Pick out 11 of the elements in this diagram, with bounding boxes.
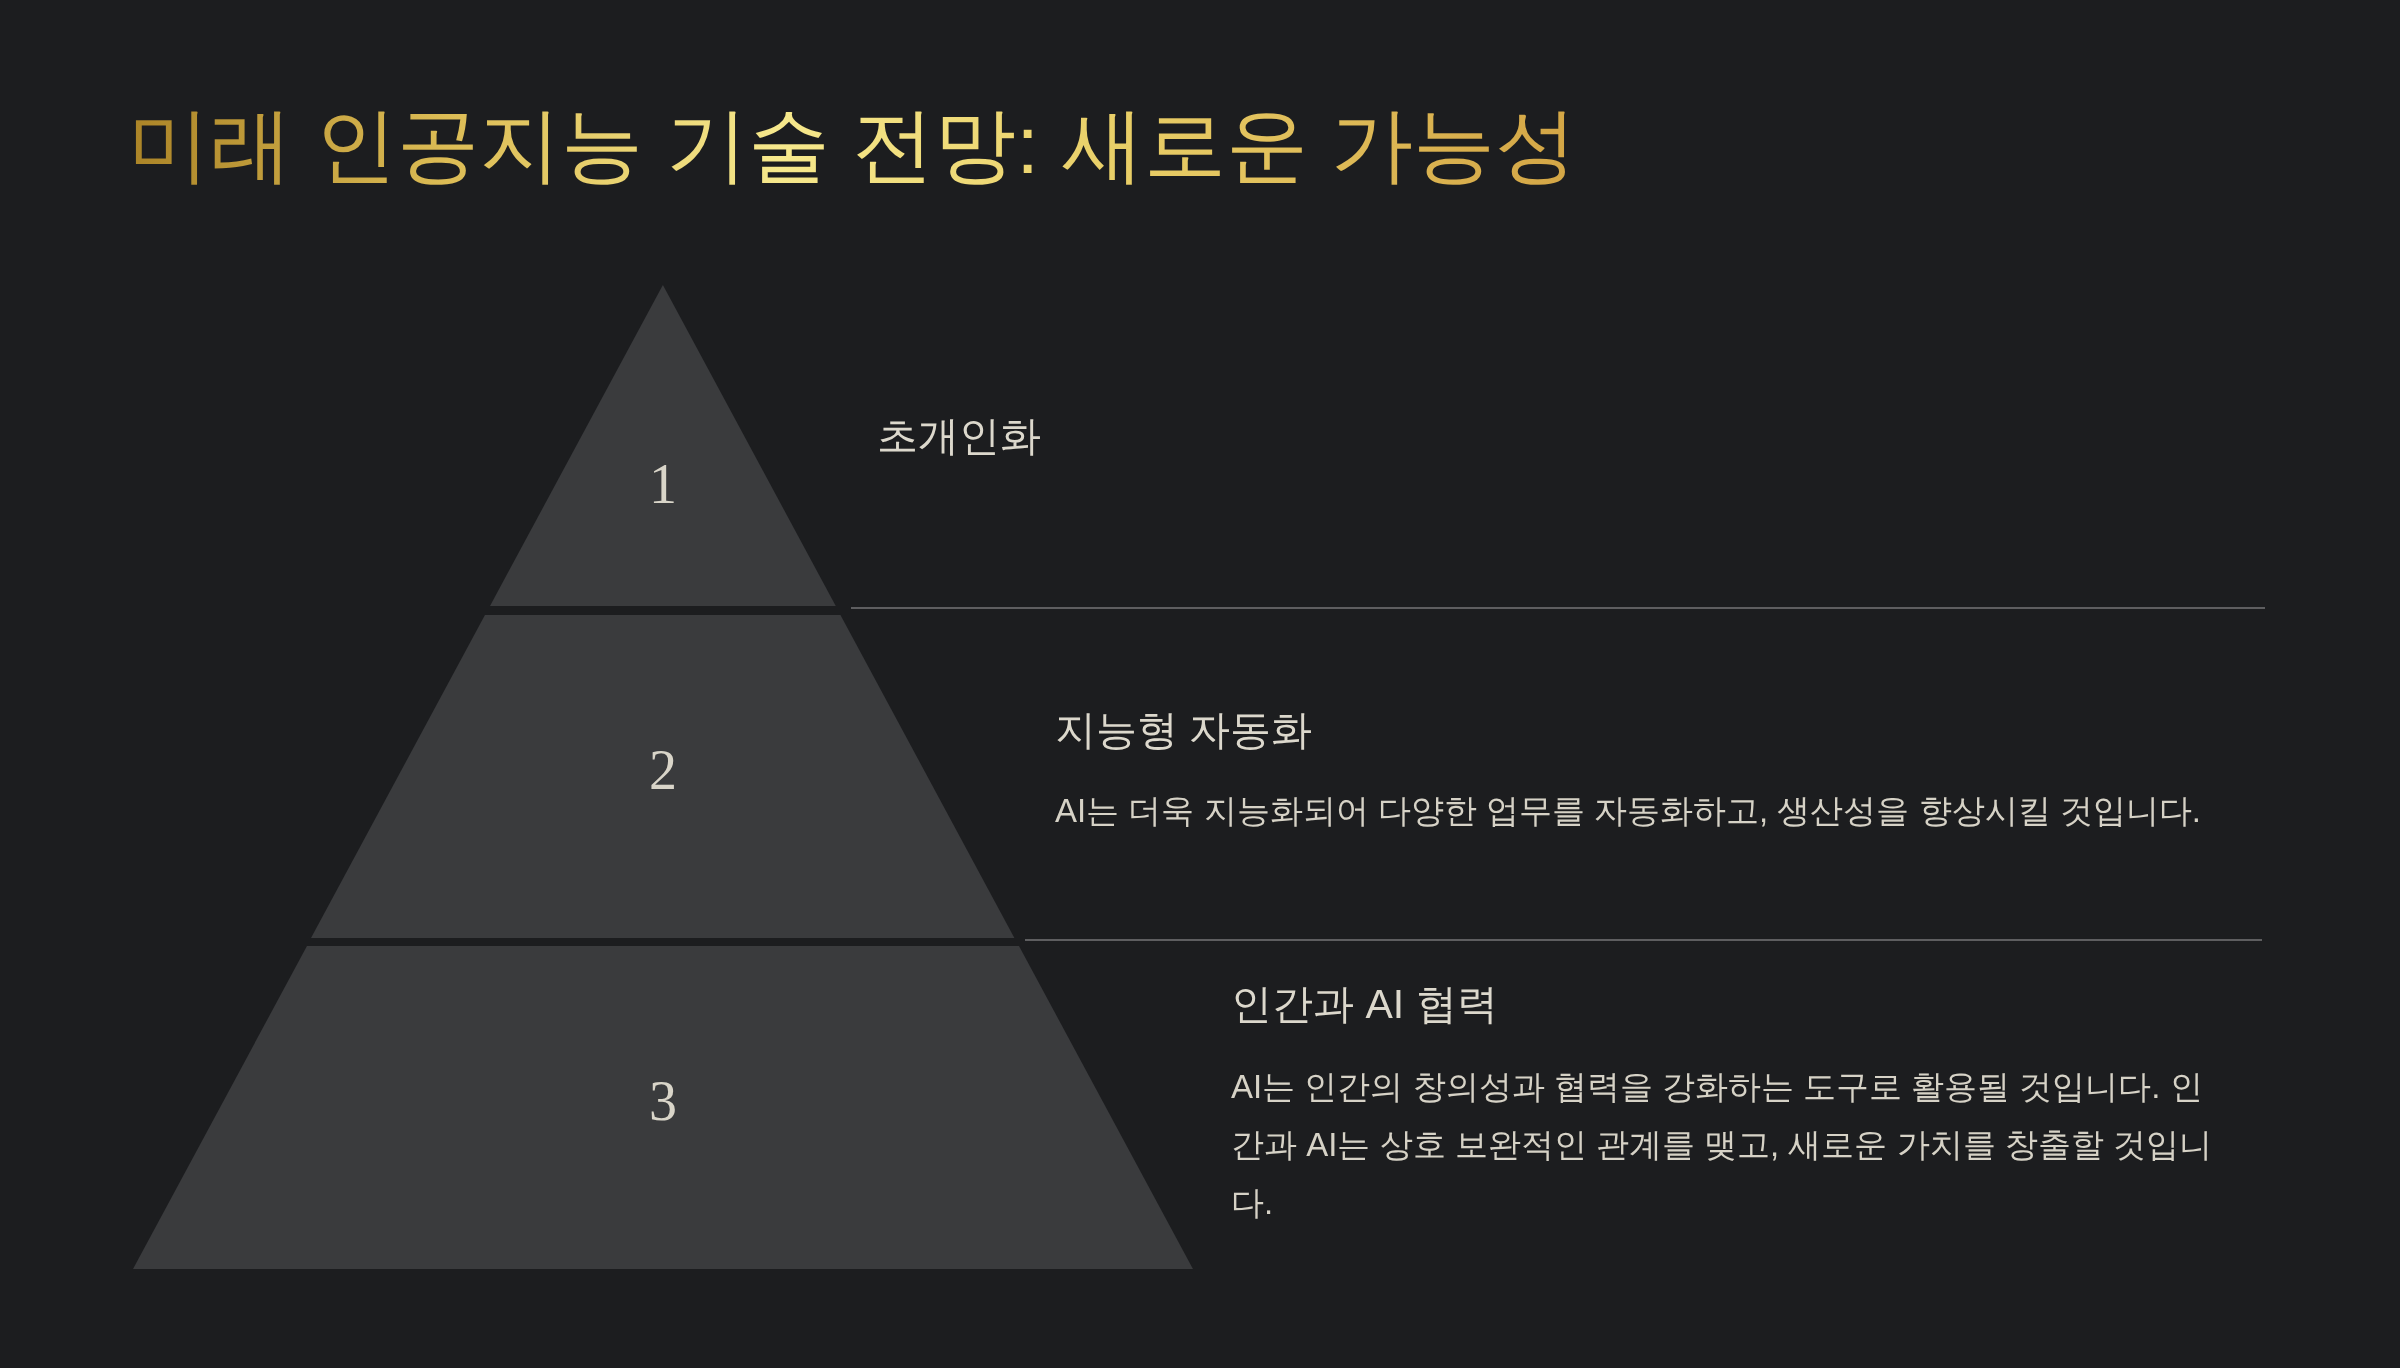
- tier-number: 1: [649, 456, 677, 512]
- tier-description: AI는 인간의 창의성과 협력을 강화하는 도구로 활용될 것입니다. 인간과 AI는 상호 보완적인 관계를 맺고, 새로운 가치를 창출할 것입니다.: [1231, 1067, 2213, 1223]
- pyramid-tier: [311, 615, 1015, 938]
- tier-heading: 초개인화: [877, 412, 1041, 461]
- tier-number: 2: [649, 742, 677, 799]
- tier-heading: 지능형 자동화: [1055, 706, 1313, 755]
- pyramid-tier: [490, 285, 836, 606]
- tier-number: 3: [649, 1073, 677, 1130]
- tier-heading: 인간과 AI 협력: [1231, 980, 1498, 1029]
- tier-description: AI는 더욱 지능화되어 다양한 업무를 자동화하고, 생산성을 향상시킬 것입니다.: [1055, 791, 2202, 831]
- pyramid-tier: [133, 946, 1193, 1269]
